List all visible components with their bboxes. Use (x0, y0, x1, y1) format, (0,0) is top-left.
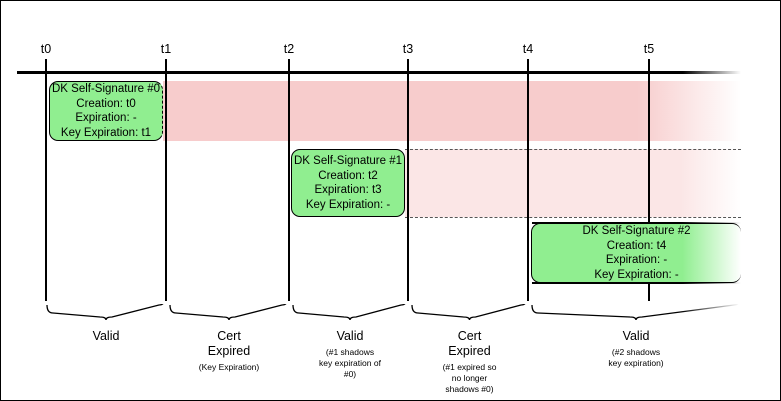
period-t1-t2-brace (169, 304, 289, 320)
band-signature-0-shadow (163, 81, 741, 141)
period-t3-t4-title: Cert Expired (448, 329, 491, 358)
period-t0-t1-brace (46, 304, 166, 320)
signature-1: DK Self-Signature #1 Creation: t2 Expirati… (291, 149, 405, 217)
tick-line-t0 (45, 59, 47, 301)
tick-line-t3 (407, 59, 409, 301)
signature-1-expiration: Expiration: t3 (314, 184, 382, 196)
signature-1-title: DK Self-Signature #1 (293, 155, 403, 167)
tick-line-t4 (527, 59, 529, 301)
period-t2-t3-note: (#1 shadows key expiration of #0) (319, 347, 381, 379)
tick-line-t2 (288, 59, 290, 301)
signature-2: DK Self-Signature #2 Creation: t4 Expirati… (531, 222, 741, 284)
signature-0-title: DK Self-Signature #0 (51, 83, 161, 95)
band-signature-1-shadow-dash-bottom (405, 217, 741, 218)
timeline-axis (17, 71, 741, 74)
signature-2-title: DK Self-Signature #2 (582, 225, 691, 237)
band-signature-1-shadow (405, 149, 741, 217)
period-t2-t3-brace (292, 304, 408, 320)
period-t1-t2-label: Cert Expired (Key Expiration) (199, 329, 259, 373)
signature-2-key-expiration: Key Expiration: - (594, 268, 679, 281)
signature-0-key-expiration: Key Expiration: t1 (60, 126, 152, 139)
tick-label-t0: t0 (40, 42, 52, 56)
band-signature-1-shadow-dash-top (405, 149, 741, 150)
period-t4-t5plus-title: Valid (622, 329, 650, 343)
period-t0-t1-title: Valid (92, 329, 120, 343)
period-t3-t4-note: (#1 expired so no longer shadows #0) (442, 362, 497, 394)
period-t0-t1-label: Valid (93, 329, 120, 344)
period-t4-t5plus-brace (531, 304, 741, 320)
period-t1-t2-title: Cert Expired (207, 329, 251, 358)
tick-label-t2: t2 (283, 42, 295, 56)
tick-label-t4: t4 (522, 42, 534, 56)
signature-1-creation: Creation: t2 (318, 169, 378, 182)
signature-1-key-expiration: Key Expiration: - (305, 198, 391, 211)
period-t3-t4-brace (411, 304, 528, 320)
signature-2-creation: Creation: t4 (606, 239, 667, 252)
tick-line-t5 (648, 59, 650, 301)
signature-0-expiration: Expiration: - (75, 112, 137, 124)
period-t3-t4-label: Cert Expired (#1 expired so no longer sha… (443, 329, 497, 395)
signature-2-expiration: Expiration: - (605, 254, 668, 266)
period-t2-t3-label: Valid (#1 shadows key expiration of #0) (319, 329, 381, 380)
tick-label-t3: t3 (402, 42, 414, 56)
tick-label-t5: t5 (643, 42, 655, 56)
tick-line-t1 (165, 59, 167, 301)
period-t2-t3-title: Valid (336, 329, 364, 343)
signature-0-creation: Creation: t0 (76, 97, 136, 110)
period-t4-t5plus-label: Valid (#2 shadows key expiration) (608, 329, 663, 369)
period-t4-t5plus-note: (#2 shadows key expiration) (608, 347, 664, 368)
signature-0: DK Self-Signature #0 Creation: t0 Expirati… (49, 81, 163, 141)
tick-label-t1: t1 (160, 42, 172, 56)
period-t1-t2-note: (Key Expiration) (198, 362, 260, 372)
